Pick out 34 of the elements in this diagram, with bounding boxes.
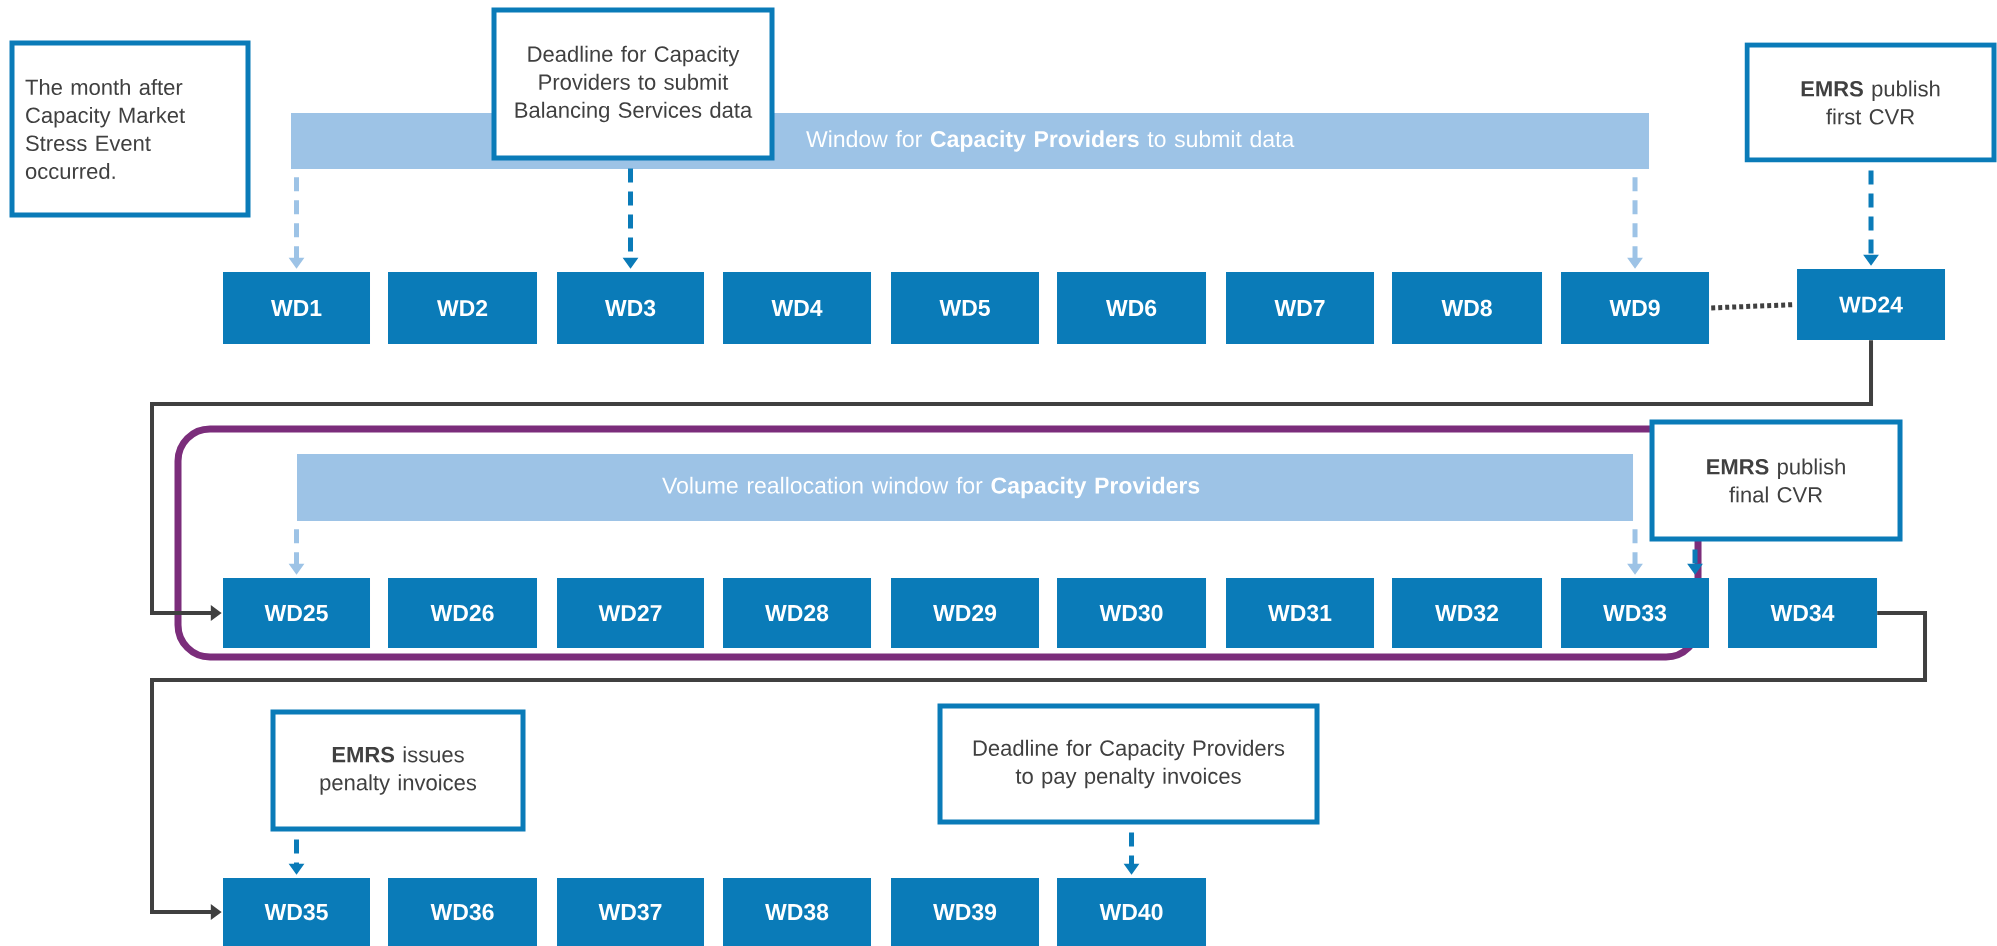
note-box: EMRS issues penalty invoices (270, 709, 526, 832)
day-box: WD2 (388, 272, 537, 344)
day-box: WD40 (1057, 878, 1206, 946)
dotted-line (1711, 302, 1795, 311)
day-box: WD38 (723, 878, 871, 946)
note-box: Deadline for Capacity Providers to pay penalty invoices (937, 703, 1320, 825)
day-box: WD8 (1392, 272, 1542, 344)
day-box: WD6 (1057, 272, 1206, 344)
day-box: WD31 (1226, 578, 1374, 648)
day-box: WD37 (557, 878, 704, 946)
day-box: WD1 (223, 272, 370, 344)
day-box: WD26 (388, 578, 537, 648)
day-box: WD36 (388, 878, 537, 946)
window-band: Volume reallocation window for Capacity Providers (297, 454, 1633, 521)
note-box: Deadline for Capacity Providers to submit Balancing Services data (491, 7, 775, 161)
note-box: EMRS publish first CVR (1744, 42, 1997, 163)
day-box: WD34 (1728, 578, 1877, 648)
day-box: WD28 (723, 578, 871, 648)
day-box: WD35 (223, 878, 370, 946)
day-box: WD30 (1057, 578, 1206, 648)
day-box: WD9 (1561, 272, 1709, 344)
day-box: WD7 (1226, 272, 1374, 344)
day-box: WD4 (723, 272, 871, 344)
day-box: WD3 (557, 272, 704, 344)
day-box: WD32 (1392, 578, 1542, 648)
day-box: WD39 (891, 878, 1039, 946)
day-box: WD5 (891, 272, 1039, 344)
day-box: WD25 (223, 578, 370, 648)
note-box: The month after Capacity Market Stress Event occurred. (9, 40, 251, 218)
day-box: WD24 (1797, 269, 1945, 340)
day-box: WD33 (1561, 578, 1709, 648)
note-box: EMRS publish final CVR (1649, 419, 1903, 542)
day-box: WD27 (557, 578, 704, 648)
day-box: WD29 (891, 578, 1039, 648)
